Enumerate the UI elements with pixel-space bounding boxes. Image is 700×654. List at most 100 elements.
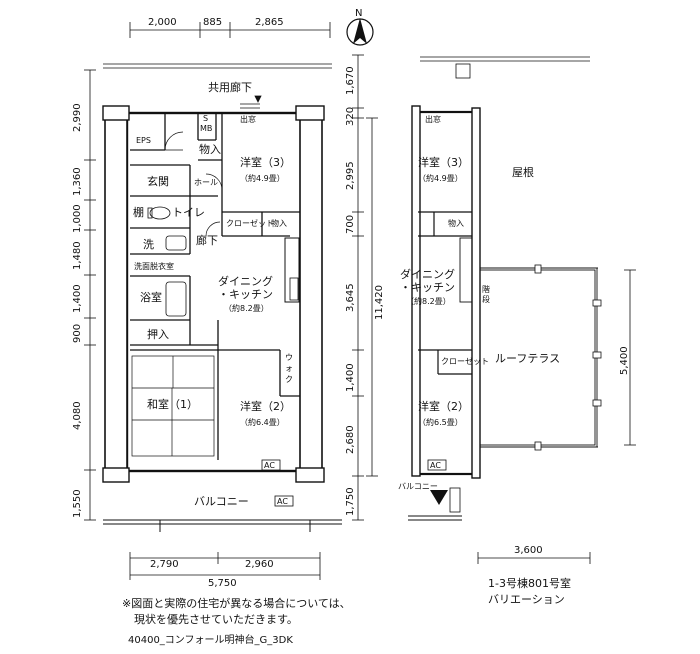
- variation-partitions: [418, 211, 473, 375]
- bottom-dimension-line: [129, 552, 321, 580]
- top-dim-1: 2,000: [148, 17, 177, 28]
- right-dim-labels: 1,670 320 2,995 700 3,645 1,400 2,680 1,…: [345, 66, 385, 516]
- var-terrace-label: ルーフテラス: [495, 352, 560, 365]
- bath-label: 浴室: [140, 290, 162, 304]
- svg-text:階: 階: [482, 284, 490, 294]
- right-dimension-line: [352, 54, 378, 521]
- disclaimer-line-1: ※図面と実際の住宅が異なる場合については、: [122, 597, 351, 610]
- north-label: N: [355, 8, 362, 19]
- var-stairs-label: 階 段: [482, 284, 490, 304]
- svg-text:ォ: ォ: [285, 364, 293, 373]
- top-dim-3: 2,865: [255, 17, 284, 28]
- balcony-label: バルコニー: [194, 495, 249, 508]
- var-width-dim: 3,600: [514, 545, 543, 556]
- hallway-label: 廊下: [196, 233, 218, 247]
- var-dk-size: （約8.2畳）: [406, 296, 451, 306]
- bathtub-icon: [165, 281, 187, 317]
- dk-size: （約8.2畳）: [224, 303, 269, 313]
- dk-label: ダイニング: [218, 274, 273, 288]
- top-dim-2: 885: [203, 17, 222, 28]
- left-dimension-line: [84, 69, 96, 521]
- entrance-label: 玄関: [147, 174, 169, 188]
- eps-label: EPS: [136, 136, 151, 145]
- left-dim-1: 2,990: [72, 103, 83, 132]
- bottom-dim-total: 5,750: [208, 578, 237, 589]
- main-partitions: [130, 113, 300, 460]
- storage-label-1: 物入: [199, 142, 221, 156]
- disclaimer-line-2: 現状を優先させていただきます。: [134, 613, 298, 626]
- var-western3-label: 洋室（3）: [418, 155, 469, 169]
- var-roof-label: 屋根: [512, 165, 534, 179]
- closet-label-main: クローゼット: [226, 218, 274, 228]
- ac-label-2: AC: [277, 497, 288, 506]
- western3-size: （約4.9畳）: [240, 173, 285, 183]
- var-closet-label: クローゼット: [441, 356, 489, 366]
- left-dim-6: 900: [72, 324, 83, 343]
- left-dim-4: 1,480: [72, 241, 83, 270]
- window-markers-top: [240, 95, 262, 109]
- western2-label: 洋室（2）: [240, 399, 291, 413]
- variation-corridor: [420, 56, 590, 79]
- shared-corridor: [103, 63, 332, 69]
- var-dk-label-2: ・キッチン: [400, 281, 455, 294]
- corridor-label: 共用廊下: [208, 80, 252, 94]
- main-unit-walls: [102, 105, 325, 483]
- mb-label: MB: [200, 124, 212, 133]
- western2-size: （約6.4畳）: [240, 417, 285, 427]
- variation-caption-line-2: バリエーション: [488, 593, 565, 606]
- left-dim-5: 1,400: [72, 284, 83, 313]
- right-dim-8: 1,750: [345, 487, 356, 516]
- left-dim-3: 1,000: [72, 204, 83, 233]
- right-dim-2: 320: [345, 107, 356, 126]
- ac-label-1: AC: [264, 461, 275, 470]
- variation-caption: 1-3号棟801号室 バリエーション: [488, 576, 571, 608]
- footer-code: 40400_コンフォール明神台_G_3DK: [128, 635, 293, 646]
- north-arrow-icon: [346, 18, 374, 46]
- var-western2-label: 洋室（2）: [418, 399, 469, 413]
- wash-basin-icon: [165, 235, 187, 251]
- terrace-dimension-line: [624, 269, 636, 446]
- toilet-fixture-icon: [147, 206, 171, 220]
- right-dim-4: 700: [345, 215, 356, 234]
- dk-label-2: ・キッチン: [218, 288, 273, 301]
- washitsu-label: 和室（1）: [147, 397, 198, 411]
- s-label: S: [203, 114, 208, 123]
- svg-text:段: 段: [482, 294, 490, 304]
- toilet-label: トイレ: [172, 206, 205, 219]
- left-dim-8: 1,550: [72, 489, 83, 518]
- hall-label: ホール: [194, 178, 218, 187]
- svg-text:ウ: ウ: [285, 353, 293, 362]
- var-deguchi-label: 出窓: [425, 114, 441, 124]
- ac-units: [261, 459, 294, 507]
- var-balcony-label: バルコニー: [398, 482, 438, 491]
- terrace-height-dim: 5,400: [619, 346, 630, 375]
- dressing-label: 洗面脱衣室: [134, 261, 174, 271]
- top-dimension-line: [129, 22, 331, 38]
- balcony-outline: [103, 519, 342, 532]
- var-western2-size: （約6.5畳）: [418, 417, 463, 427]
- svg-text:ク: ク: [285, 375, 293, 384]
- right-dim-1: 1,670: [345, 66, 356, 95]
- storage-label-2: 物入: [271, 218, 287, 228]
- tatami-pattern: [131, 355, 215, 457]
- terrace-posts: [534, 264, 602, 451]
- right-dim-5: 3,645: [345, 283, 356, 312]
- shelf-label: 棚: [133, 205, 144, 219]
- var-western3-size: （約4.9畳）: [418, 173, 463, 183]
- left-dim-7: 4,080: [72, 401, 83, 430]
- var-ac-units: [427, 459, 461, 513]
- var-ac-label: AC: [430, 461, 441, 470]
- var-width-dimension: [477, 552, 591, 564]
- var-dk-label: ダイニング: [400, 267, 455, 281]
- left-dim-labels: 2,990 1,360 1,000 1,480 1,400 900 4,080 …: [72, 103, 83, 518]
- right-dim-6: 1,400: [345, 363, 356, 392]
- bottom-dim-1: 2,790: [150, 559, 179, 570]
- var-storage-label: 物入: [448, 218, 464, 228]
- var-balcony-outline: [408, 515, 462, 521]
- deguchi-label-main: 出窓: [240, 114, 256, 124]
- right-dim-3: 2,995: [345, 161, 356, 190]
- wash-label: 洗: [143, 238, 154, 251]
- bottom-dim-2: 2,960: [245, 559, 274, 570]
